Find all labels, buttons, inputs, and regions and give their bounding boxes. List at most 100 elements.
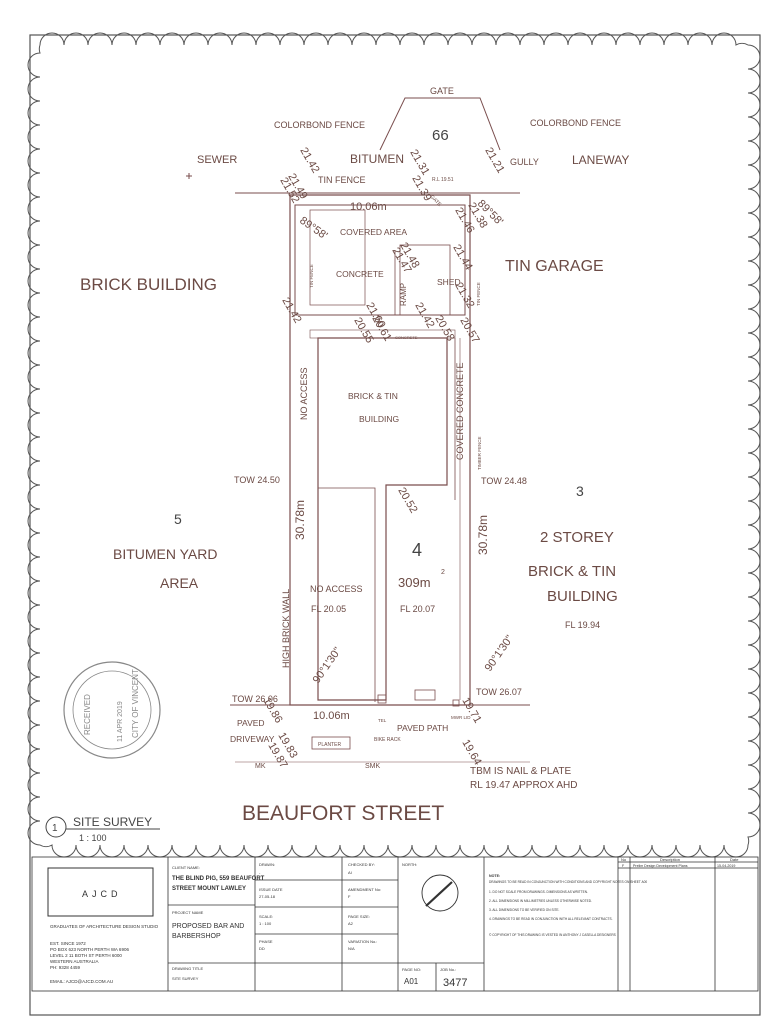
gate-label: GATE bbox=[430, 86, 454, 96]
paved-driveway-2: DRIVEWAY bbox=[230, 734, 275, 744]
stamp-city: CITY OF VINCENT bbox=[131, 669, 140, 738]
notes-title: NOTE: bbox=[489, 874, 500, 878]
client-value-1: THE BLIND PIG, 559 BEAUFORT bbox=[172, 876, 265, 882]
concrete-strip bbox=[309, 329, 456, 339]
spot-level-17: 20.57 bbox=[457, 316, 481, 346]
spot-level-21: 19.71 bbox=[459, 696, 483, 726]
firm-address-0: EST. SINCE 1972 bbox=[50, 941, 86, 946]
note-0: DRAWINGS TO BE READ IN CONJUNCTION WITH … bbox=[489, 880, 647, 884]
firm-address-3: WESTERN AUSTRALIA bbox=[50, 959, 99, 964]
title-block bbox=[31, 856, 759, 992]
note-2: 2. ALL DIMENSIONS IN MILLIMETRES UNLESS … bbox=[489, 899, 592, 903]
variation-value: N/A bbox=[348, 946, 355, 951]
tel-pit bbox=[377, 694, 387, 704]
angle-bottom-right: 90°1'30" bbox=[483, 633, 516, 674]
rl-small: R.L 19.51 bbox=[432, 177, 454, 183]
spot-level-11: 21.32 bbox=[452, 281, 476, 311]
scale-label: SCALE: bbox=[259, 914, 273, 919]
inner-wall bbox=[318, 487, 376, 702]
drawing-title: SITE SURVEY bbox=[73, 815, 152, 829]
phase-label: PHASE bbox=[259, 939, 273, 944]
colorbond-fence-right: COLORBOND FENCE bbox=[530, 118, 621, 128]
shed-label: SHED bbox=[437, 277, 461, 287]
stamp-date: 11 APR 2019 bbox=[117, 701, 124, 742]
bitumen-yard-1: BITUMEN YARD bbox=[113, 546, 218, 562]
rev-desc-label: Description bbox=[660, 857, 680, 862]
firm-subtitle: GRADUATES OF ARCHITECTURE DESIGN STUDIO bbox=[50, 924, 159, 929]
brick-tin-label-2: BUILDING bbox=[359, 414, 399, 424]
variation-label: VARIATION No.: bbox=[348, 939, 377, 944]
smk-label: SMK bbox=[365, 763, 381, 770]
site-boundary bbox=[230, 192, 530, 706]
angle-top-left: 89°58' bbox=[297, 215, 329, 243]
planter-box bbox=[311, 736, 351, 750]
amend-value: F bbox=[348, 894, 351, 899]
two-storey-label: 2 STOREY bbox=[540, 529, 614, 546]
amend-label: AMENDMENT No: bbox=[348, 887, 381, 892]
drawing-title-label: DRAWING TITLE bbox=[172, 966, 203, 971]
bike-rack-box bbox=[414, 689, 436, 701]
tin-garage-label: TIN GARAGE bbox=[505, 258, 604, 275]
tow-right-bot: TOW 26.07 bbox=[476, 687, 522, 697]
lot-66-label: 66 bbox=[432, 127, 449, 144]
tel-label: TEL bbox=[378, 718, 387, 723]
planter-label: PLANTER bbox=[318, 742, 341, 748]
drawing-title-marker: 1 SITE SURVEY 1 : 100 bbox=[45, 815, 160, 843]
rev-no-label: No bbox=[621, 857, 627, 862]
tow-left-top: TOW 24.50 bbox=[234, 475, 280, 485]
width-top: 10.06m bbox=[350, 201, 387, 213]
lot-4-label: 4 bbox=[412, 540, 422, 560]
job-label: JOB No.: bbox=[440, 967, 456, 972]
spot-level-10: 21.44 bbox=[450, 243, 474, 273]
note-5: © COPYRIGHT OF THIS DRAWING IS VESTED IN… bbox=[489, 933, 616, 937]
high-brick-wall-label: HIGH BRICK WALL bbox=[281, 589, 291, 668]
paved-driveway-1: PAVED bbox=[237, 718, 265, 728]
tow-left-bot: TOW 26.06 bbox=[232, 694, 278, 704]
firm-address-4: PH: 9328 4459 bbox=[50, 965, 81, 970]
note-3: 3. ALL DIMENSIONS TO BE VERIFIED ON SITE… bbox=[489, 908, 560, 912]
spot-level-19: 20.52 bbox=[395, 486, 419, 516]
mwr-lid-box bbox=[452, 699, 460, 707]
size-value: A2 bbox=[348, 921, 354, 926]
north-arrow-icon bbox=[425, 881, 453, 907]
spot-level-2: 21.21 bbox=[482, 146, 506, 176]
timber-fence-label: TIMBER FENCE bbox=[477, 436, 482, 470]
brick-tin-right-2: BUILDING bbox=[547, 588, 618, 605]
sewer-marker bbox=[186, 173, 192, 179]
drawing-title-value: SITE SURVEY bbox=[172, 976, 199, 981]
phase-value: DD bbox=[259, 946, 265, 951]
size-label: PAGE SIZE: bbox=[348, 914, 370, 919]
length-left: 30.78m bbox=[293, 500, 307, 540]
brick-building-label: BRICK BUILDING bbox=[80, 275, 217, 294]
laneway-label: LANEWAY bbox=[572, 153, 629, 167]
mk-label: MK bbox=[255, 763, 266, 770]
firm-address-1: PO BOX 623 NORTH PERTH WA 6906 bbox=[50, 947, 129, 952]
bitumen-yard-2: AREA bbox=[160, 575, 199, 591]
covered-area-label: COVERED AREA bbox=[340, 227, 407, 237]
rev-no: F bbox=[622, 864, 625, 868]
concrete-label: CONCRETE bbox=[336, 269, 384, 279]
spot-level-23: 19.64 bbox=[459, 738, 483, 768]
area-sup: 2 bbox=[441, 569, 445, 576]
revision-cloud bbox=[27, 32, 761, 858]
tin-fence-left: TIN FENCE bbox=[309, 264, 314, 288]
drawing-number: 1 bbox=[52, 823, 58, 834]
laneway-gate-lines bbox=[379, 97, 501, 151]
project-value-2: BARBERSHOP bbox=[172, 933, 221, 940]
paved-path-label: PAVED PATH bbox=[397, 723, 448, 733]
brick-tin-right-1: BRICK & TIN bbox=[528, 563, 616, 580]
width-bot: 10.06m bbox=[313, 710, 350, 722]
street-label: BEAUFORT STREET bbox=[242, 802, 444, 825]
firm-address-2: LEVEL 2 11 BOTH ST PERTH 6000 bbox=[50, 953, 122, 958]
issue-value: 27-05-18 bbox=[259, 894, 276, 899]
concrete-pad bbox=[309, 209, 366, 306]
note-1: 1. DO NOT SCALE FROM DRAWINGS. DIMENSION… bbox=[489, 890, 588, 894]
checked-value: AI bbox=[348, 870, 352, 875]
rev-desc: Prelim Design Development Plans bbox=[633, 864, 688, 868]
tbm-label-1: TBM IS NAIL & PLATE bbox=[470, 766, 571, 777]
tow-right-top: TOW 24.48 bbox=[481, 476, 527, 486]
project-value-1: PROPOSED BAR AND bbox=[172, 923, 244, 930]
rev-date: 15-04-2019 bbox=[717, 864, 735, 868]
